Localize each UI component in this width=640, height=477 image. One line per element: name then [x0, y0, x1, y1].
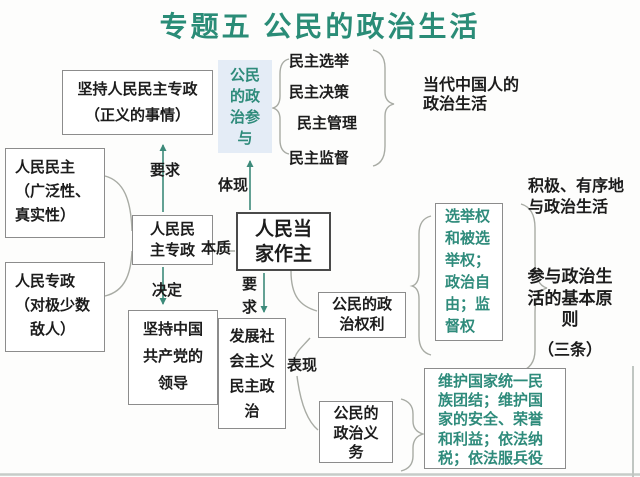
- path-master-to-rights: [290, 270, 318, 312]
- brace-principles: [518, 203, 548, 373]
- democratic-dictatorship-box: 人民民主专政: [132, 215, 213, 265]
- orderly-participation-text: 积极、有序地 与政治生活: [528, 178, 625, 216]
- political-duties-box: 公民的政治义务: [319, 401, 393, 463]
- democracy-item-decision: 民主决策: [289, 84, 350, 101]
- label-requirement-top: 要求: [150, 162, 181, 179]
- basic-principles-text: 参与政治生活的基本原则: [527, 267, 613, 329]
- brace-rights-detail: [409, 215, 432, 356]
- label-requirement-bottom: 要求: [242, 276, 258, 316]
- brace-items-to-life: [372, 49, 395, 167]
- democracy-item-management: 民主管理: [297, 115, 358, 132]
- political-participation-box: 公民的政治参与: [218, 60, 272, 153]
- path-rights-to-manifestation: [294, 337, 311, 358]
- brace-participation-items: [270, 58, 290, 155]
- principles-note-text: （三条）: [537, 342, 602, 359]
- develop-democracy-box: 发展社会主义民主政治: [218, 318, 286, 429]
- peoples-democracy-box: 人民民主 （广泛性、 真实性）: [5, 148, 105, 238]
- democracy-item-supervision: 民主监督: [289, 150, 350, 167]
- democracy-item-election: 民主选举: [289, 53, 350, 70]
- peoples-dictatorship-box: 人民专政 （对极少数 敌人）: [5, 262, 105, 352]
- contemporary-life-text: 当代中国人的 政治生活: [423, 77, 520, 113]
- rights-detail-box: 选举权和被选举权；政治自由；监督权: [435, 203, 503, 341]
- label-embodiment: 体现: [218, 177, 249, 194]
- slide-title: 专题五 公民的政治生活: [159, 11, 481, 42]
- label-manifestation: 表现: [287, 357, 318, 374]
- label-determines: 决定: [152, 282, 183, 299]
- uphold-dictatorship-box: 坚持人民民主专政 （正义的事情）: [62, 70, 213, 135]
- curve-dictatorship-to-ddd: [104, 250, 133, 297]
- label-essence: 本质: [201, 240, 232, 257]
- masters-of-country-box: 人民当家作主: [236, 212, 331, 271]
- duties-detail-box: 维护国家统一民族团结；维护国家的安全、荣誉和利益；依法纳税；依法服兵役: [424, 368, 566, 469]
- brace-duties-detail: [400, 398, 426, 472]
- political-rights-box: 公民的政治权利: [318, 292, 406, 338]
- path-manifestation-to-duties: [296, 375, 319, 431]
- curve-democracy-to-ddd: [104, 175, 133, 232]
- party-leadership-box: 坚持中国共产党的领导: [128, 310, 218, 405]
